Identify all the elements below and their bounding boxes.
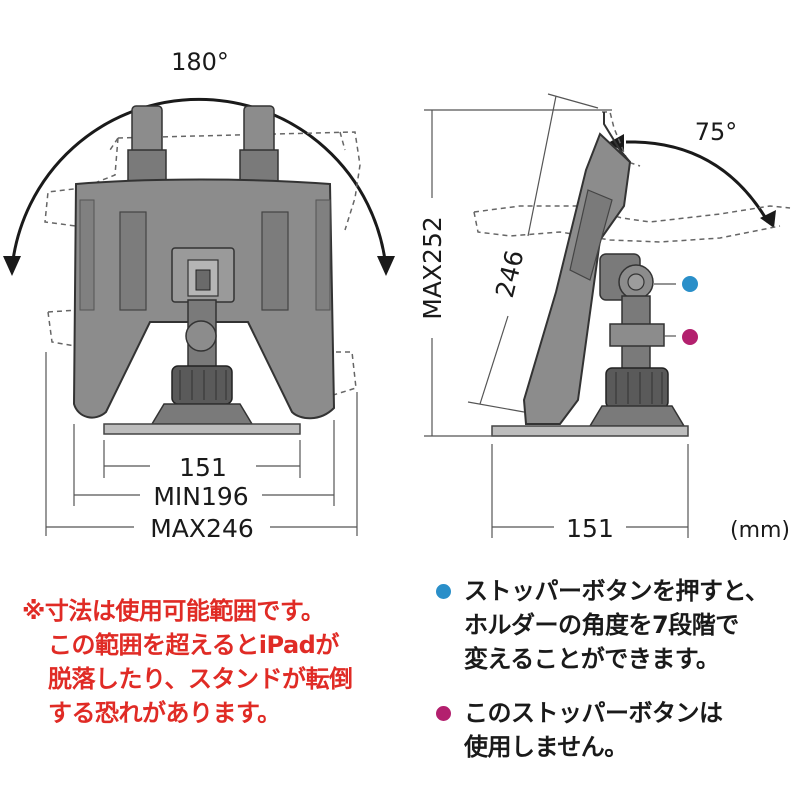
blue-dot-icon <box>436 584 451 599</box>
side-suction-dial <box>588 367 686 427</box>
stopper-button-marker-magenta <box>682 329 698 345</box>
rotation-arc-arrow <box>3 97 395 276</box>
side-height-dimension <box>424 109 612 437</box>
holder-body <box>72 178 336 420</box>
tilt-angle-label: 75° <box>695 118 738 146</box>
side-base-width-label: 151 <box>566 514 614 543</box>
warning-line: ※寸法は使用可能範囲です。 <box>22 597 325 625</box>
warning-line: 脱落したり、スタンドが転倒 <box>48 665 353 693</box>
rotated-holder-outline <box>44 131 361 397</box>
rotation-angle-label: 180° <box>171 48 229 76</box>
warning-line: する恐れがあります。 <box>48 699 281 727</box>
legend-line: 使用しません。 <box>464 733 628 761</box>
legend-line: このストッパーボタンは <box>464 699 723 727</box>
side-length-dimension <box>467 93 599 413</box>
side-base-plate <box>491 425 689 437</box>
legend-line: ストッパーボタンを押すと、 <box>464 577 769 605</box>
suction-dial <box>150 365 254 425</box>
warning-note: ※寸法は使用可能範囲です。 この範囲を超えるとiPadが 脱落したり、スタンドが… <box>22 594 353 730</box>
front-base-plate <box>103 423 301 435</box>
front-base-width-label: 151 <box>179 453 227 482</box>
unit-label: (mm) <box>730 518 790 543</box>
product-diagram: 180° <box>3 48 791 543</box>
legend-line: ホルダーの角度を7段階で <box>464 611 739 639</box>
side-height-max-label: MAX252 <box>418 216 447 320</box>
lower-arm-joint <box>609 295 676 377</box>
stand-arm <box>185 299 217 373</box>
front-max-width-label: MAX246 <box>150 514 254 543</box>
legend-stopper-blue: ストッパーボタンを押すと、 ホルダーの角度を7段階で 変えることができます。 <box>434 574 794 676</box>
legend-line: 変えることができます。 <box>464 645 720 673</box>
front-dimension-lines <box>45 352 358 536</box>
tilt-arc-arrow <box>608 134 776 228</box>
top-grips <box>127 105 279 185</box>
side-view: 75° <box>418 93 791 543</box>
front-min-width-label: MIN196 <box>153 482 248 511</box>
side-holder-panel <box>522 112 632 425</box>
side-base-dimension <box>491 444 689 538</box>
tilted-holder-outline <box>473 111 791 243</box>
magenta-dot-icon <box>436 706 451 721</box>
upper-hinge-joint <box>599 253 676 301</box>
stopper-button-marker-blue <box>682 276 698 292</box>
legend-stopper-magenta: このストッパーボタンは 使用しません。 <box>434 696 794 764</box>
side-holder-length-label: 246 <box>490 247 530 300</box>
warning-line: この範囲を超えるとiPadが <box>48 631 339 659</box>
front-view: 180° <box>3 48 395 543</box>
